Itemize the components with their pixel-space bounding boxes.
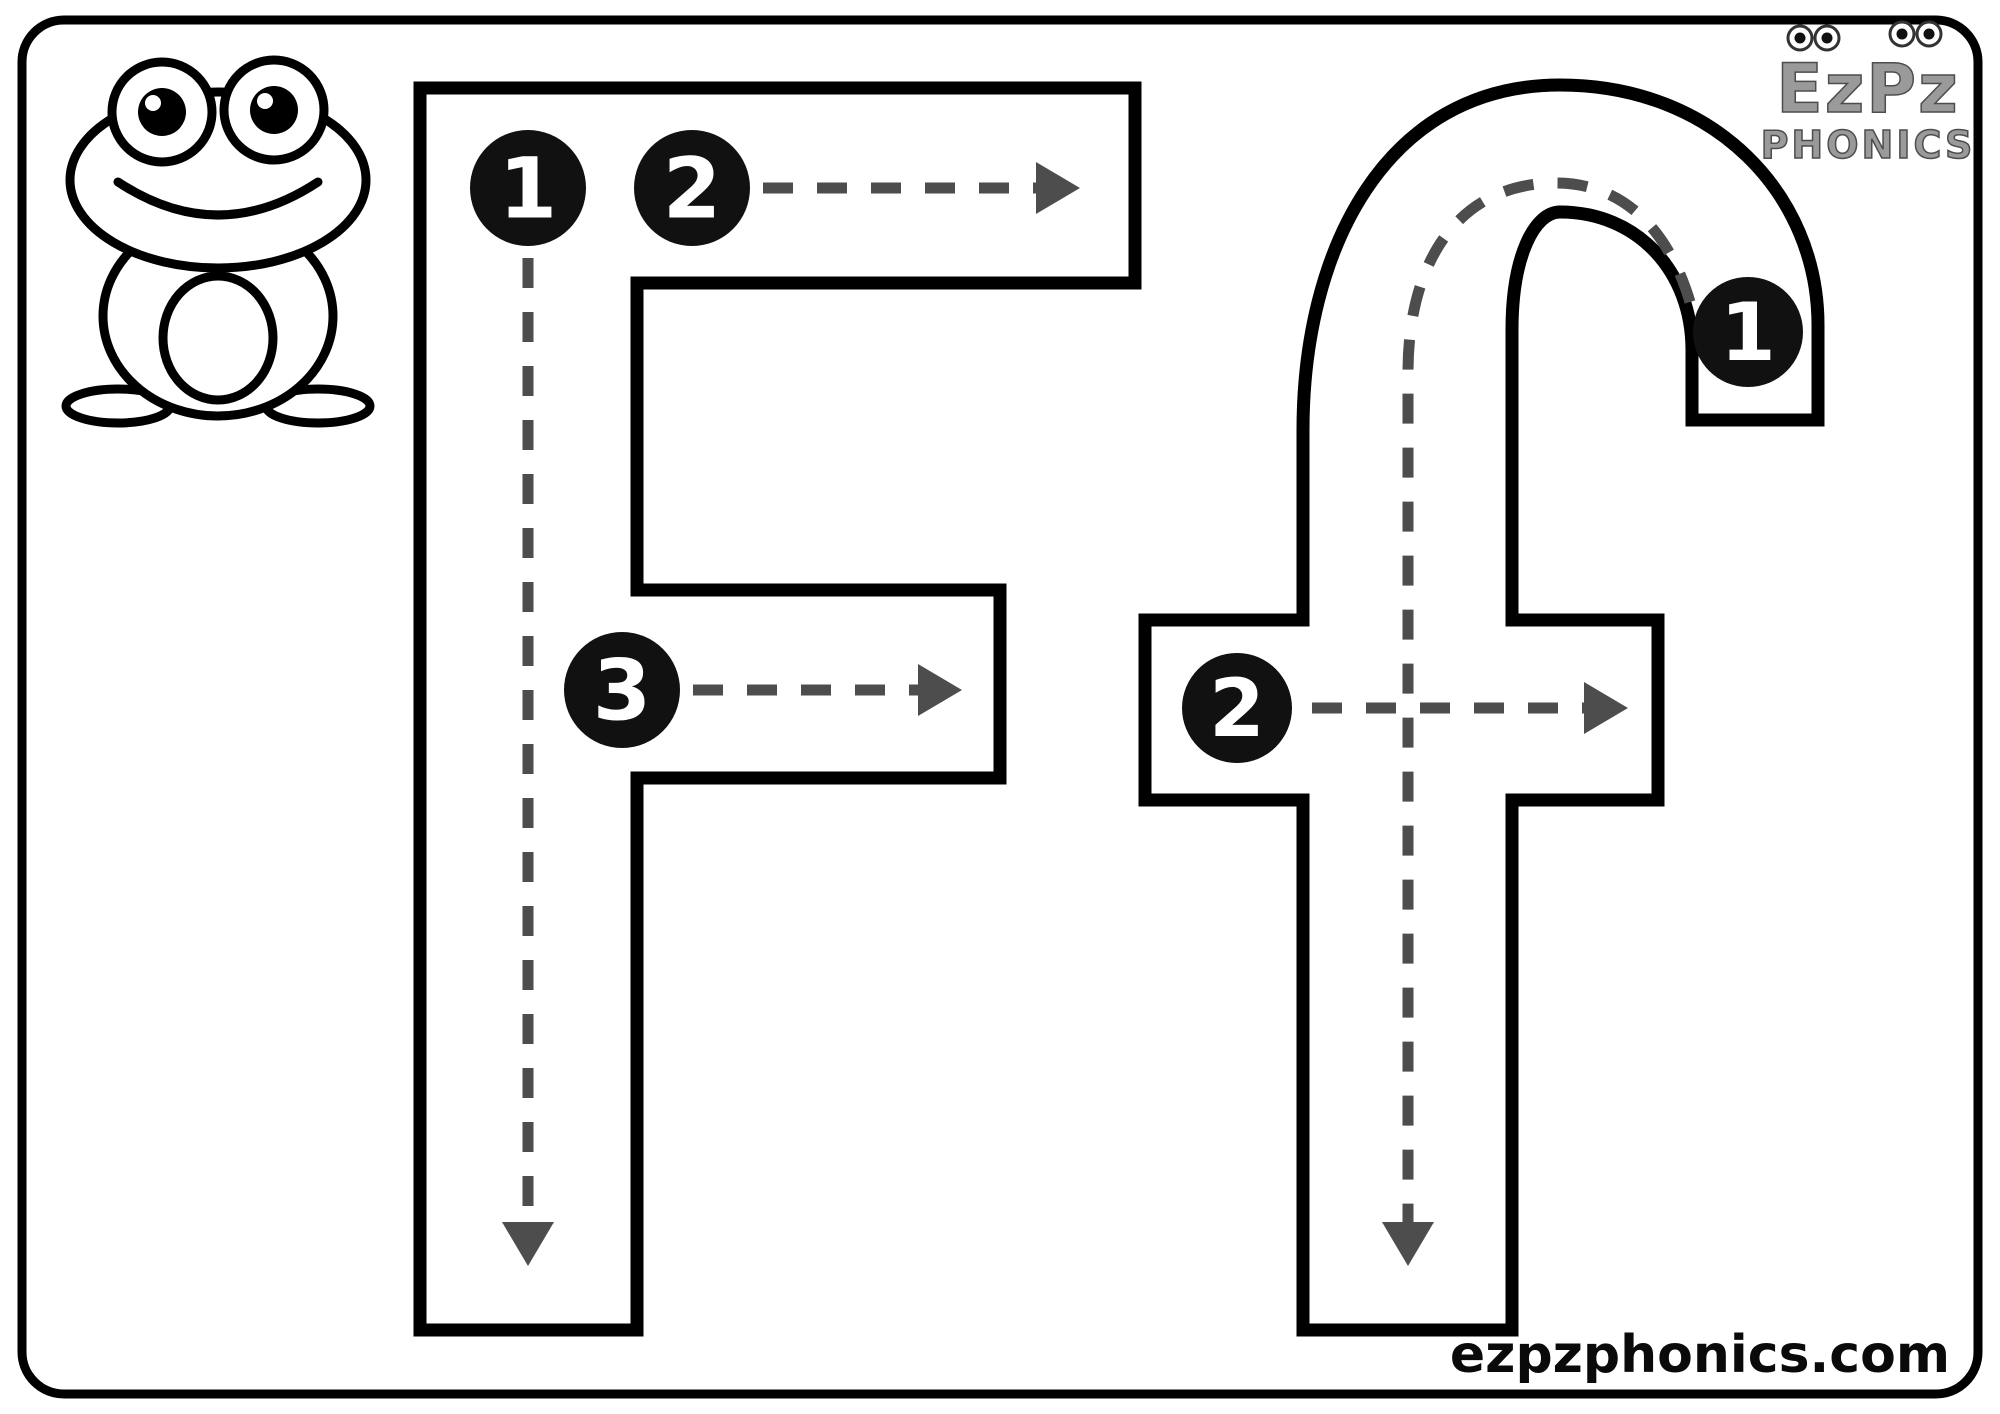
- frog-left-glint: [145, 95, 161, 111]
- logo-eyes-left-icon: [1786, 24, 1841, 52]
- uppercase-badge-2: 2: [634, 130, 750, 246]
- badge-circle: [1693, 277, 1803, 387]
- logo-subtitle: PHONICS: [1761, 123, 1976, 167]
- badge-number: 1: [1720, 286, 1776, 379]
- lowercase-stroke1-guide: [1402, 177, 1696, 1222]
- lowercase-badge-1: 1: [1693, 277, 1803, 387]
- uppercase-letter-outline: [413, 81, 1142, 1337]
- badge-number: 3: [593, 641, 651, 739]
- uppercase-badge-1: 1: [470, 130, 586, 246]
- lowercase-stroke1-arrow-icon: [1382, 1222, 1434, 1266]
- frog-icon: [61, 55, 375, 428]
- logo-title: EzPz: [1776, 50, 1959, 129]
- lowercase-badge-2: 2: [1182, 653, 1292, 763]
- uppercase-stroke2-arrow-icon: [1036, 162, 1080, 214]
- uppercase-badge-3: 3: [564, 632, 680, 748]
- badge-circle: [1182, 653, 1292, 763]
- badge-number: 2: [663, 139, 721, 237]
- frog-belly: [158, 271, 278, 405]
- badge-number: 1: [499, 139, 557, 237]
- badge-circle: [564, 632, 680, 748]
- frog-left-pupil: [138, 88, 186, 136]
- frog-right-pupil: [250, 86, 298, 134]
- ezpz-phonics-logo: EzPz PHONICS: [1760, 20, 1976, 168]
- uppercase-stroke1-arrow-icon: [502, 1222, 554, 1266]
- badge-circle: [470, 130, 586, 246]
- frog-right-glint: [257, 93, 273, 109]
- lowercase-stroke2-arrow-icon: [1584, 682, 1628, 734]
- footer-website: ezpzphonics.com: [1450, 1325, 1950, 1385]
- badge-circle: [634, 130, 750, 246]
- logo-eyes-right-icon: [1888, 20, 1943, 48]
- uppercase-stroke3-arrow-icon: [918, 664, 962, 716]
- badge-number: 2: [1209, 662, 1265, 755]
- frog-smile: [113, 177, 323, 220]
